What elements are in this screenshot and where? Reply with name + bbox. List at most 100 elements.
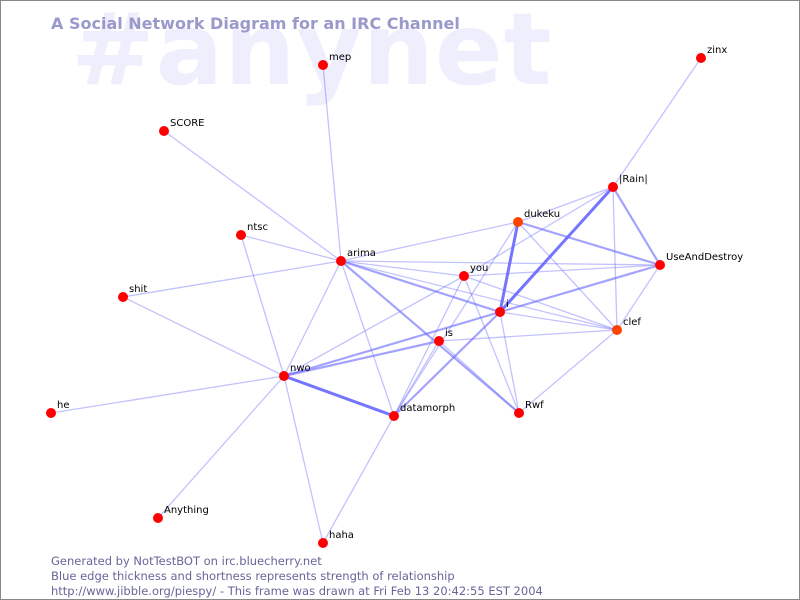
edge-he-nwo: [50, 375, 285, 414]
node-dot[interactable]: [159, 126, 169, 136]
node-label: ntsc: [247, 222, 268, 233]
node-label: SCORE: [170, 118, 204, 129]
edge-you-rwf: [463, 275, 520, 414]
node-nwo[interactable]: nwo: [279, 363, 311, 381]
node-label: mep: [329, 52, 351, 63]
node-label: zinx: [707, 45, 727, 56]
node-label: shit: [129, 284, 147, 295]
edge-nwo-you: [283, 275, 465, 377]
node-dot[interactable]: [236, 230, 246, 240]
edge-is-datamorph: [393, 340, 440, 417]
edge-i-rwf: [499, 311, 520, 414]
edge-ntsc-nwo: [240, 234, 285, 377]
edge-shit-nwo: [122, 296, 285, 377]
node-rain[interactable]: |Rain|: [608, 174, 648, 192]
edge-arima-datamorph: [340, 260, 395, 417]
edge-dukeku-clef: [517, 221, 618, 331]
node-label: arima: [347, 248, 376, 259]
node-dot[interactable]: [118, 292, 128, 302]
node-label: clef: [623, 317, 641, 328]
node-he[interactable]: he: [46, 400, 70, 418]
edge-useanddestroy-i: [499, 263, 661, 314]
edge-ntsc-arima: [240, 234, 342, 262]
node-dot[interactable]: [696, 53, 706, 63]
edge-i-datamorph: [393, 311, 501, 417]
edge-you-clef: [463, 275, 618, 331]
node-dot[interactable]: [153, 513, 163, 523]
node-zinx[interactable]: zinx: [696, 45, 727, 63]
node-label: Anything: [164, 505, 209, 516]
edge-rain-you: [463, 186, 614, 277]
node-dot[interactable]: [612, 325, 622, 335]
edge-mep-arima: [322, 64, 342, 262]
edge-rain-i: [498, 185, 615, 314]
edge-arima-dukeku: [340, 221, 519, 262]
node-dot[interactable]: [279, 371, 289, 381]
node-useanddestroy[interactable]: UseAndDestroy: [655, 252, 743, 270]
node-dot[interactable]: [318, 60, 328, 70]
edge-useanddestroy-you: [463, 264, 661, 277]
edge-useanddestroy-clef: [616, 264, 661, 331]
node-is[interactable]: is: [434, 328, 453, 346]
edge-is-rwf: [438, 340, 520, 414]
node-label: UseAndDestroy: [666, 252, 743, 263]
edge-dukeku-rain: [517, 186, 614, 223]
node-label: you: [470, 263, 488, 274]
node-label: nwo: [290, 363, 311, 374]
footer: Generated by NotTestBOT on irc.bluecherr…: [51, 554, 543, 599]
node-ntsc[interactable]: ntsc: [236, 222, 268, 240]
footer-url-timestamp: http://www.jibble.org/piespy/ - This fra…: [51, 584, 543, 598]
edge-rain-clef: [612, 186, 618, 331]
edge-is-clef: [438, 329, 618, 342]
edge-arima-you: [340, 260, 465, 277]
node-you[interactable]: you: [459, 263, 488, 281]
node-dot[interactable]: [389, 411, 399, 421]
node-dukeku[interactable]: dukeku: [513, 209, 560, 227]
node-dot[interactable]: [495, 307, 505, 317]
edge-arima-rwf: [340, 260, 520, 414]
edge-score-arima: [163, 130, 342, 262]
node-dot[interactable]: [655, 260, 665, 270]
node-datamorph[interactable]: datamorph: [389, 403, 455, 421]
edge-nwo-is: [283, 339, 440, 378]
diagram-title: A Social Network Diagram for an IRC Chan…: [51, 14, 460, 33]
edge-zinx-rain: [612, 57, 702, 188]
node-i[interactable]: i: [495, 299, 509, 317]
edges-layer: [50, 57, 702, 544]
edge-nwo-i: [283, 310, 501, 378]
node-dot[interactable]: [513, 217, 523, 227]
node-rwf[interactable]: Rwf: [514, 400, 544, 418]
node-haha[interactable]: haha: [318, 530, 354, 548]
footer-generated-by: Generated by NotTestBOT on irc.bluecherr…: [51, 554, 322, 568]
channel-watermark: #anynet: [71, 0, 553, 108]
node-dot[interactable]: [608, 182, 618, 192]
edge-arima-clef: [340, 260, 618, 331]
edge-dukeku-useanddestroy: [517, 220, 661, 267]
edge-arima-nwo: [283, 260, 342, 377]
node-dot[interactable]: [46, 408, 56, 418]
node-shit[interactable]: shit: [118, 284, 147, 302]
node-arima[interactable]: arima: [336, 248, 376, 266]
node-label: i: [506, 299, 509, 310]
node-dot[interactable]: [336, 256, 346, 266]
node-dot[interactable]: [514, 408, 524, 418]
node-dot[interactable]: [318, 538, 328, 548]
node-label: Rwf: [525, 400, 544, 411]
edge-anything-nwo: [157, 375, 285, 519]
node-label: |Rain|: [619, 174, 648, 185]
edge-nwo-datamorph: [283, 374, 395, 418]
node-label: he: [57, 400, 70, 411]
node-label: is: [445, 328, 453, 339]
node-clef[interactable]: clef: [612, 317, 641, 335]
node-score[interactable]: SCORE: [159, 118, 204, 136]
edge-i-clef: [499, 311, 618, 331]
node-mep[interactable]: mep: [318, 52, 351, 70]
edge-shit-arima: [122, 260, 342, 298]
node-anything[interactable]: Anything: [153, 505, 209, 523]
node-dot[interactable]: [434, 336, 444, 346]
footer-legend: Blue edge thickness and shortness repres…: [51, 569, 455, 583]
node-dot[interactable]: [459, 271, 469, 281]
